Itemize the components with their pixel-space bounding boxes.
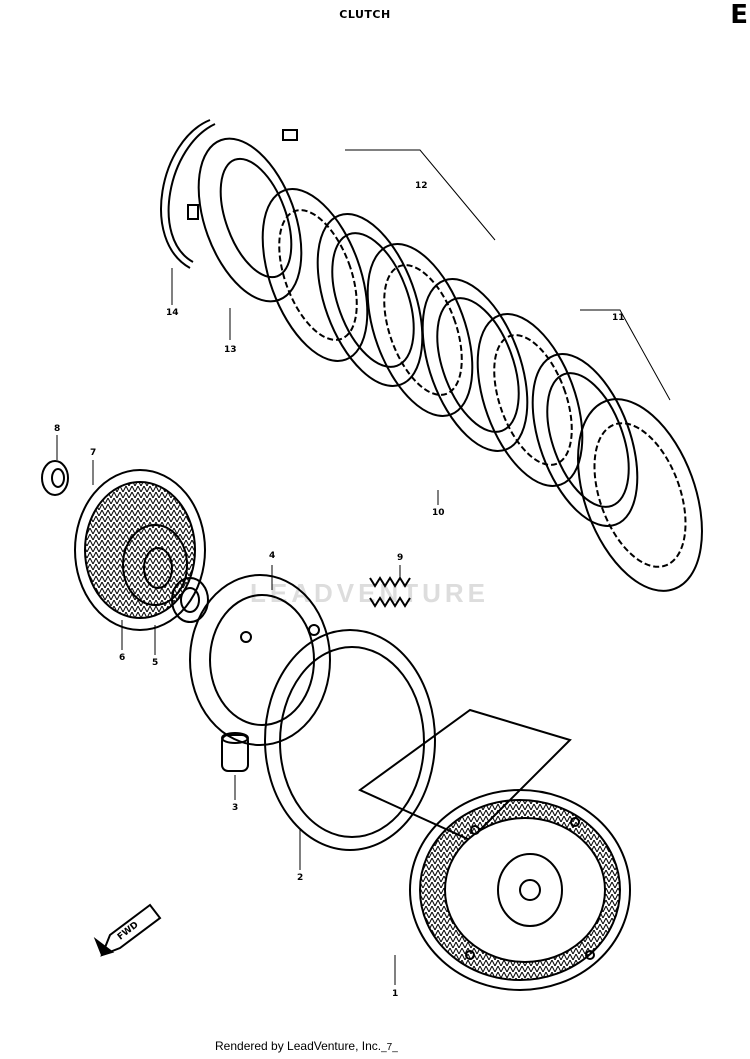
pressure-plate-part-13 [187, 129, 303, 303]
forward-arrow-icon [93, 903, 162, 957]
drive-plate [531, 353, 639, 527]
spring-part-9 [369, 576, 411, 608]
thrust-plate-part-4 [189, 574, 331, 746]
callout-2: 2 [297, 873, 303, 883]
section-letter: E [730, 0, 748, 30]
drive-plate [421, 278, 529, 452]
callout-6: 6 [119, 653, 125, 663]
callout-leaders [56, 268, 439, 985]
damper-part-3 [221, 732, 249, 772]
washer-part-5 [171, 577, 209, 623]
footer-text: Rendered by LeadVenture, Inc. [215, 1039, 382, 1053]
friction-plate [577, 398, 703, 592]
callout-12: 12 [415, 181, 428, 191]
callout-5: 5 [152, 658, 158, 668]
callout-3: 3 [232, 803, 238, 813]
cushion-ring-part-2 [264, 629, 436, 851]
diagram-title: CLUTCH [339, 8, 391, 21]
drive-plate [316, 213, 424, 387]
callout-11: 11 [612, 313, 625, 323]
friction-plate [366, 243, 474, 417]
callout-10: 10 [432, 508, 445, 518]
page-number: _7_ [381, 1042, 398, 1053]
clutch-housing-part-1 [358, 708, 631, 991]
clutch-plates-stack [261, 149, 703, 592]
callout-9: 9 [397, 553, 403, 563]
footer: Rendered by LeadVenture, Inc._7_ [215, 1039, 398, 1053]
callout-7: 7 [90, 448, 96, 458]
friction-plate [261, 188, 369, 362]
friction-plate [476, 313, 584, 487]
callout-1: 1 [392, 989, 398, 999]
callout-4: 4 [269, 551, 275, 561]
nut-part-8 [41, 460, 69, 496]
callout-8: 8 [54, 424, 60, 434]
fwd-label: FWD [116, 920, 141, 942]
circlip-part-14 [160, 119, 216, 269]
callout-13: 13 [224, 345, 237, 355]
callout-labels: 1 2 3 4 5 6 7 8 9 10 11 12 13 14 [54, 181, 625, 999]
sleeve-hub-part-6-7 [74, 469, 206, 631]
callout-14: 14 [166, 308, 179, 318]
